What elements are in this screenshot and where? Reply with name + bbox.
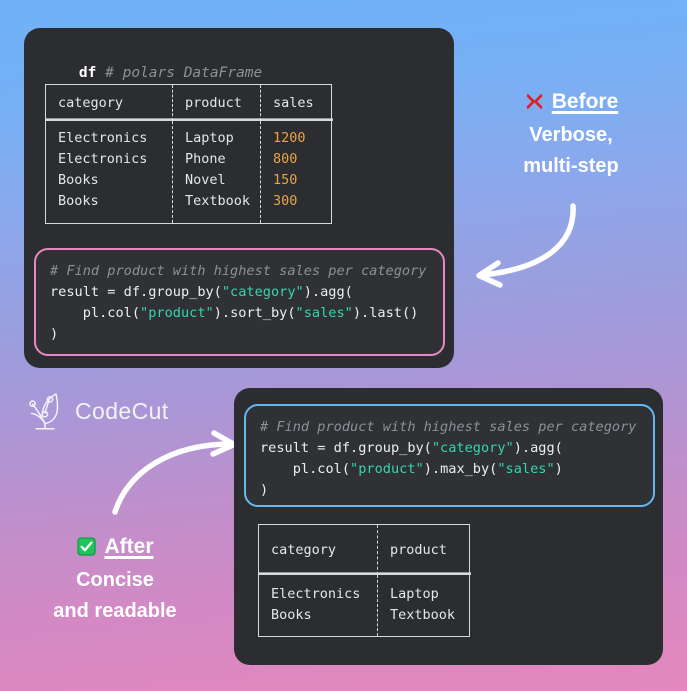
code-text: pl.col( [260,461,351,477]
code-text: ) [50,326,59,342]
code-text: ) [554,461,563,477]
table-header-cell: product [172,85,260,121]
table-cell: Novel [185,172,226,188]
after-label-heading: After [8,531,222,562]
before-code-block: # Find product with highest sales per ca… [34,248,445,356]
table-cell: 150 [273,172,298,188]
code-string: "product" [350,461,424,477]
after-label-subtitle-line1: Concise [76,569,154,591]
table-header-cell: sales [260,85,333,121]
before-label-heading: Before [464,86,678,117]
code-string: "sales" [295,305,353,321]
before-label-subtitle-line2: multi-step [523,155,619,177]
code-text: ).sort_by( [213,305,296,321]
code-string: "sales" [497,461,555,477]
table-cell: Electronics [271,586,361,602]
table-cell: Electronics [58,151,148,167]
dataframe-caption: df # polars DataFrame [44,49,262,97]
before-label-subtitle-line1: Verbose, [529,124,613,146]
table-column-sales: 1200 800 150 300 [260,121,333,223]
code-string: "product" [140,305,214,321]
check-mark-button-icon [77,537,97,556]
dataframe-variable-name: df [78,65,97,81]
codecut-leaf-logo-icon [29,393,59,430]
brand-name: CodeCut [75,397,169,424]
table-cell: Books [58,172,99,188]
table-cell: Phone [185,151,226,167]
after-code-block: # Find product with highest sales per ca… [244,404,655,507]
before-label: Before Verbose, multi-step [464,86,678,182]
code-text: ).agg( [303,284,353,300]
brand-logo: CodeCut [26,390,169,432]
table-header-cell: category [46,85,172,121]
dataframe-comment: # polars DataFrame [105,65,263,81]
before-label-title: Before [551,90,619,113]
code-text: ) [260,482,269,498]
after-label: After Concise and readable [8,531,222,627]
table-column-product: Laptop Phone Novel Textbook [172,121,260,223]
table-cell: Laptop [185,130,234,146]
source-dataframe-table: category product sales Electronics Elect… [45,84,333,224]
table-cell: Textbook [185,193,251,209]
cross-mark-icon [526,93,543,110]
table-cell: Laptop [390,586,439,602]
table-cell: Books [58,193,99,209]
table-column-category: Electronics Electronics Books Books [46,121,172,223]
table-cell: Textbook [390,607,456,623]
code-text: result = df.group_by( [260,440,432,456]
table-cell: 1200 [273,130,306,146]
table-cell: Electronics [58,130,148,146]
code-comment: # Find product with highest sales per ca… [260,419,637,435]
after-label-subtitle-line2: and readable [53,600,177,622]
code-text: ).max_by( [423,461,498,477]
code-text: result = df.group_by( [50,284,222,300]
curved-arrow-right-icon [112,430,237,515]
code-text: pl.col( [50,305,141,321]
table-header-cell: product [377,525,471,575]
code-comment: # Find product with highest sales per ca… [50,263,427,279]
result-dataframe-table: category product Electronics Books Lapto… [258,524,471,637]
table-column-product: Laptop Textbook [377,575,471,636]
code-text: ).last() [352,305,419,321]
table-header-cell: category [259,525,377,575]
code-text: ).agg( [513,440,563,456]
curved-arrow-left-icon [476,203,576,288]
table-cell: 800 [273,151,298,167]
after-label-title: After [104,535,154,558]
code-string: "category" [431,440,514,456]
code-string: "category" [221,284,304,300]
table-cell: Books [271,607,312,623]
table-column-category: Electronics Books [259,575,377,636]
table-cell: 300 [273,193,298,209]
